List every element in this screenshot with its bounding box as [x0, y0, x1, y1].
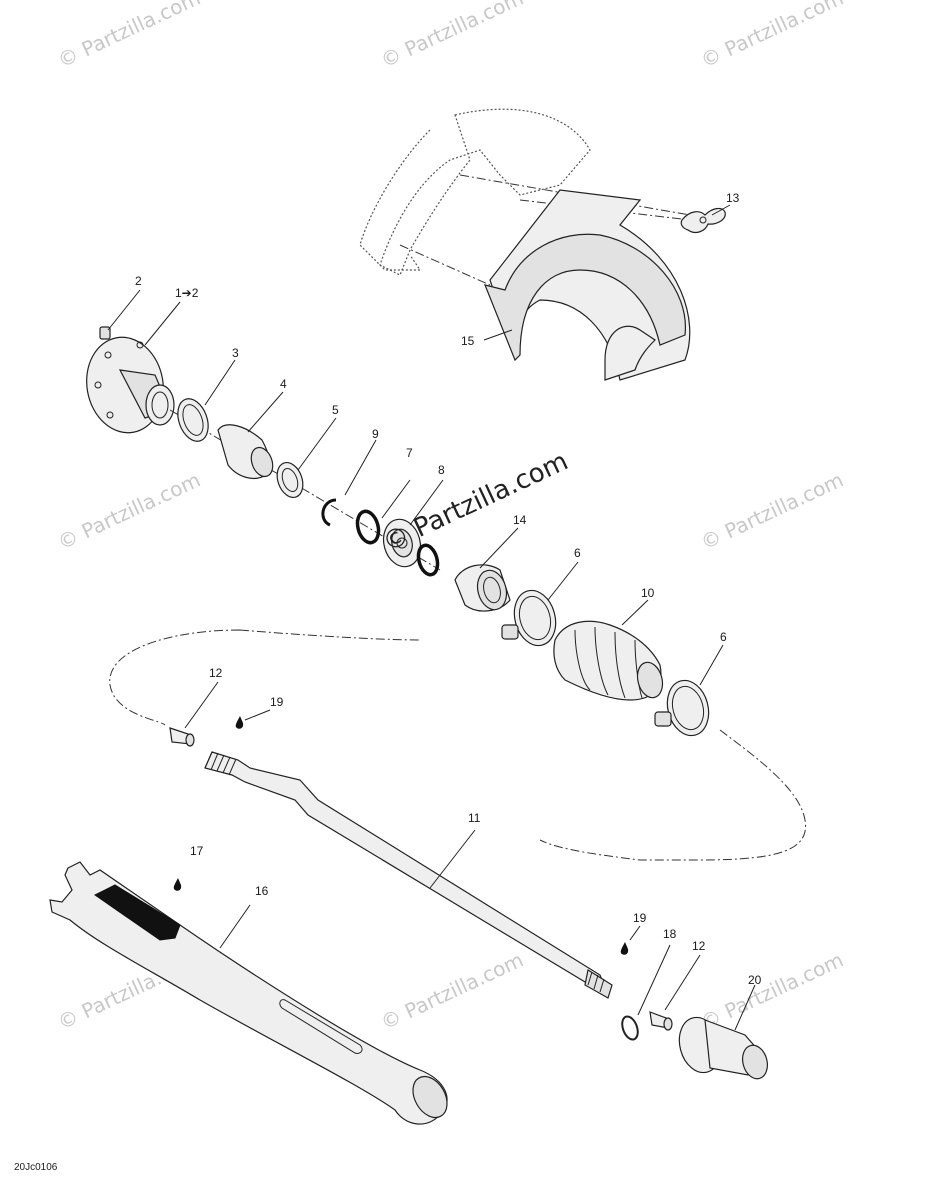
callout-16: 16 [255, 884, 269, 898]
callout-19-upper: 19 [270, 695, 284, 709]
callout-12-upper: 12 [209, 666, 223, 680]
watermark-mid-left: © Partzilla.com [54, 468, 204, 555]
callout-14: 14 [513, 513, 527, 527]
callout-13: 13 [726, 191, 740, 205]
callout-labels: 1➔2 2 3 4 5 9 7 8 14 6 10 6 13 15 12 19 … [135, 191, 762, 987]
part-12-plug-lower [649, 1011, 673, 1031]
part-5-clamp [276, 461, 304, 499]
part-13-wing-nut [680, 207, 726, 234]
part-8-bearing [382, 518, 422, 568]
part-7-o-ring [355, 509, 381, 545]
callout-5: 5 [332, 403, 339, 417]
part-4-boot [217, 424, 274, 479]
watermark-top-center: © Partzilla.com [377, 0, 527, 73]
callout-12-lower: 12 [692, 939, 706, 953]
part-2-nipple [99, 326, 111, 340]
part-6-clamp-upper [501, 589, 557, 647]
callout-10: 10 [641, 586, 655, 600]
part-12-plug-upper [169, 727, 195, 747]
watermark-center: © Partzilla.com [378, 446, 573, 558]
callout-9: 9 [372, 427, 379, 441]
callout-2: 2 [135, 274, 142, 288]
part-19-drop-lower [620, 942, 629, 955]
assembly-loop [109, 629, 807, 861]
part-19-drop-upper [235, 716, 244, 729]
watermark-bottom-right: © Partzilla.com [697, 948, 847, 1035]
callout-1: 1➔2 [175, 286, 199, 300]
callout-3: 3 [232, 346, 239, 360]
part-15-cover [359, 108, 691, 381]
part-14-bushing [454, 564, 511, 612]
callout-19-lower: 19 [633, 911, 647, 925]
callout-15: 15 [461, 334, 475, 348]
part-6-clamp-lower [654, 679, 710, 737]
o-ring-2 [416, 543, 440, 577]
leader-lines [107, 204, 756, 1031]
part-20-fitting [678, 1016, 768, 1080]
callout-18: 18 [663, 927, 677, 941]
watermark-bottom-center: © Partzilla.com [377, 948, 527, 1035]
cover-face [484, 233, 686, 362]
callout-6-lower: 6 [720, 630, 727, 644]
part-11-shaft [204, 751, 613, 999]
watermark-mid-right: © Partzilla.com [697, 468, 847, 555]
watermark-top-right: © Partzilla.com [697, 0, 847, 73]
callout-8: 8 [438, 463, 445, 477]
hull-outline-lower [359, 129, 431, 271]
part-1-flange [86, 336, 441, 571]
drawing-code: 20Jc0106 [14, 1162, 58, 1173]
callout-17: 17 [190, 844, 204, 858]
part-17-drop [173, 878, 182, 891]
callout-11: 11 [468, 811, 481, 825]
part-16-tool [49, 861, 448, 1125]
watermark-top-left: © Partzilla.com [54, 0, 204, 73]
callout-7: 7 [406, 446, 413, 460]
part-3-clamp [177, 398, 209, 442]
callout-4: 4 [280, 377, 287, 391]
hull-outline [379, 108, 591, 276]
part-9-circlip [321, 498, 337, 527]
part-10-bellows [553, 620, 664, 701]
part-18-ring [621, 1015, 639, 1041]
callout-6-upper: 6 [574, 546, 581, 560]
callout-20: 20 [748, 973, 762, 987]
cover-opening [604, 325, 656, 381]
